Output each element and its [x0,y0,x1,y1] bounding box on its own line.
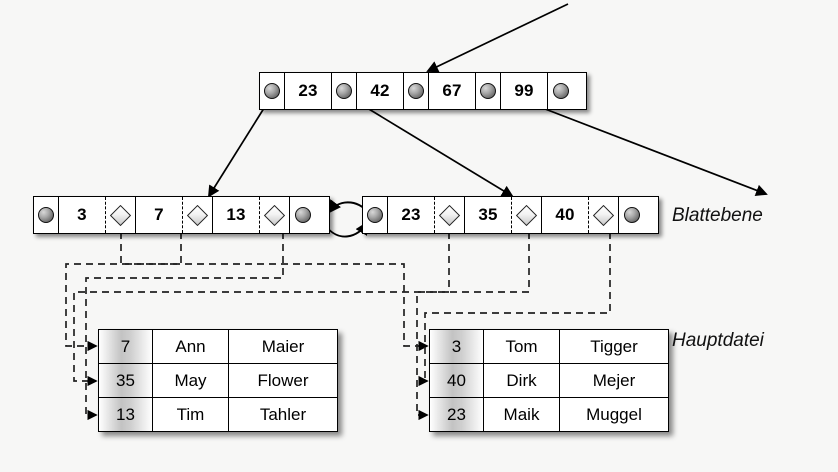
diamond-pointer-icon [263,204,286,226]
row-first-name: Ann [153,330,229,363]
root-pointer-0[interactable] [260,73,285,109]
leaf-sibling-link-right [324,221,369,238]
leaf-right-next-pointer[interactable] [619,197,644,233]
leaf-left-prev-pointer[interactable] [34,197,59,233]
leaf-right-key-1: 35 [465,197,512,233]
row-key: 7 [99,330,153,363]
root-pointer-4[interactable] [548,73,573,109]
pointer-ball-icon [480,83,496,99]
pointer-ball-icon [552,83,569,99]
leaf-right-record-pointer-1[interactable] [512,197,542,233]
row-key: 13 [99,398,153,431]
main-file-table-right: 3 Tom Tigger 40 Dirk Mejer 23 Maik Mugge… [429,329,669,432]
root-to-far-right-arrow [513,96,768,196]
root-key-2: 67 [429,73,476,109]
pointer-ball-icon [336,83,352,99]
pointer-ball-icon [623,207,640,223]
root-to-right-leaf-arrow [348,96,514,198]
row-last-name: Mejer [592,370,636,390]
row-first-name: May [153,364,229,397]
row-last-name: Tigger [590,336,638,356]
leaf-left-record-pointer-0[interactable] [106,197,136,233]
root-pointer-3[interactable] [476,73,501,109]
diamond-pointer-icon [515,204,538,226]
table-row[interactable]: 3 Tom Tigger [430,330,668,364]
leaf-node-right[interactable]: 23 35 40 [362,196,659,234]
row-first-name: Tim [153,398,229,431]
pointer-ball-icon [38,207,54,223]
pointer-ball-icon [367,207,383,223]
diamond-pointer-icon [109,204,132,226]
pointer-ball-icon [294,207,311,223]
root-to-left-leaf-arrow [207,96,272,198]
table-row[interactable]: 13 Tim Tahler [99,398,337,431]
row-last-name: Maier [261,336,305,356]
leaf-left-key-1: 7 [136,197,183,233]
root-pointer-1[interactable] [332,73,357,109]
pointer-ball-icon [264,83,280,99]
row-key: 3 [430,330,484,363]
pointer-ball-icon [408,83,424,99]
root-index-node[interactable]: 23 42 67 99 [259,72,587,110]
leaf-right-prev-pointer[interactable] [363,197,388,233]
main-file-table-left: 7 Ann Maier 35 May Flower 13 Tim Tahler [98,329,338,432]
row-key: 23 [430,398,484,431]
root-key-0: 23 [285,73,332,109]
row-key: 35 [99,364,153,397]
row-first-name: Dirk [484,364,560,397]
table-row[interactable]: 40 Dirk Mejer [430,364,668,398]
table-row[interactable]: 7 Ann Maier [99,330,337,364]
leaf-right-record-pointer-0[interactable] [435,197,465,233]
table-row[interactable]: 35 May Flower [99,364,337,398]
row-first-name: Tom [484,330,560,363]
root-key-1: 42 [357,73,404,109]
leaf-left-key-2: 13 [213,197,260,233]
row-last-name: Tahler [259,404,307,424]
leaf-right-key-2: 40 [542,197,589,233]
row-last-name: Flower [257,370,309,390]
diamond-pointer-icon [186,204,209,226]
leaf-node-left[interactable]: 3 7 13 [33,196,330,234]
leaf-left-next-pointer[interactable] [290,197,315,233]
leaf-right-key-0: 23 [388,197,435,233]
incoming-root-arrow [426,3,569,73]
row-first-name: Maik [484,398,560,431]
diamond-pointer-icon [592,204,615,226]
leaf-right-record-pointer-2[interactable] [589,197,619,233]
row-key: 40 [430,364,484,397]
root-key-3: 99 [501,73,548,109]
leaf-left-record-pointer-2[interactable] [260,197,290,233]
diamond-pointer-icon [438,204,461,226]
caption-leaf-level: Blattebene [672,205,763,226]
caption-main-file: Hauptdatei [672,330,764,351]
leaf-left-key-0: 3 [59,197,106,233]
row-last-name: Muggel [586,404,642,424]
table-row[interactable]: 23 Maik Muggel [430,398,668,431]
root-pointer-2[interactable] [404,73,429,109]
leaf-left-record-pointer-1[interactable] [183,197,213,233]
